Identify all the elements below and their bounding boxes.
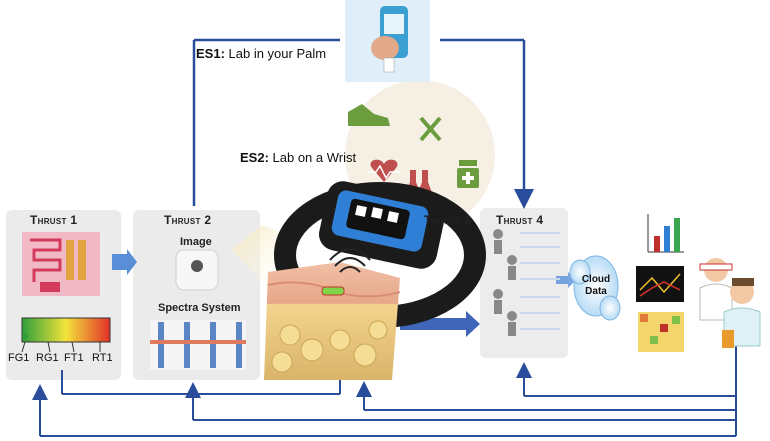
cloud-icon	[569, 255, 621, 321]
arrow-t1-t2	[112, 249, 137, 275]
thrust4-panel	[480, 208, 568, 358]
thrust2-title: Thrust 2	[164, 213, 212, 227]
doctors-icon	[699, 258, 761, 348]
cloud-data-label: Cloud Data	[578, 274, 614, 298]
cloud-line1: Cloud	[581, 274, 611, 285]
arrow-skin-t4	[400, 311, 480, 337]
heart-rate-icon	[368, 159, 400, 182]
es2-text: Lab on a Wrist	[268, 150, 357, 165]
pill-bottle-icon	[457, 160, 479, 188]
es2-tag: ES2:	[240, 150, 269, 165]
thrust1-title: Thrust 1	[30, 213, 78, 227]
skin-cross-section	[264, 248, 401, 380]
thrust4-title: Thrust 4	[496, 213, 544, 227]
bar-chart-icon	[647, 214, 684, 253]
heatmap-icon	[638, 312, 684, 352]
microfluidic-chip	[22, 232, 100, 296]
label-rg1: RG1	[36, 352, 59, 364]
camera-device-image	[175, 249, 219, 291]
thrust2-spectra-label: Spectra System	[158, 302, 241, 314]
es1-tag: ES1:	[196, 46, 225, 61]
cloud-line2: Data	[585, 286, 607, 297]
es1-label: ES1: Lab in your Palm	[196, 46, 326, 61]
thrust3-title: Thrust 3	[424, 213, 472, 227]
fork-knife-icon	[419, 116, 442, 142]
es2-label: ES2: Lab on a Wrist	[240, 150, 356, 165]
label-ft1: FT1	[64, 352, 84, 364]
handheld-device-image	[345, 0, 430, 82]
shoe-icon	[348, 104, 390, 126]
line-chart-icon	[636, 266, 684, 302]
sensor-bar	[21, 317, 111, 353]
users-data-graphic	[493, 229, 560, 336]
label-fg1: FG1	[8, 352, 30, 364]
es1-text: Lab in your Palm	[224, 46, 327, 61]
thrust2-image-label: Image	[180, 236, 212, 248]
spectra-system-image	[150, 320, 246, 370]
label-rt1: RT1	[92, 352, 113, 364]
